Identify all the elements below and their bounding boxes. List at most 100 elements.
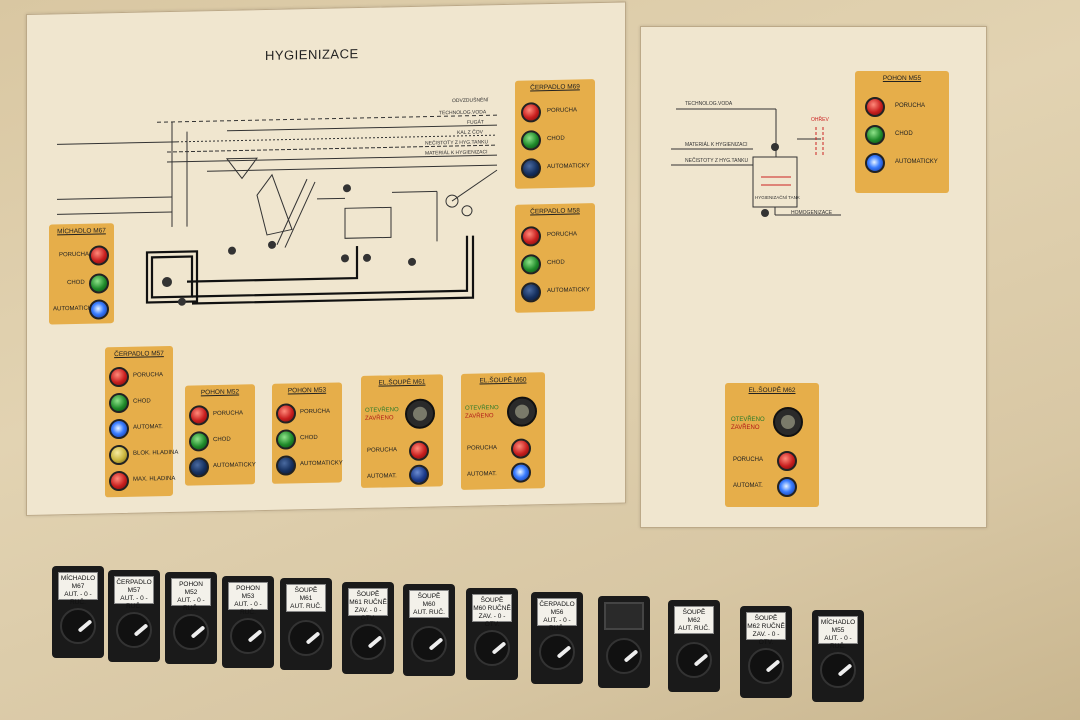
panel-cerpadlo-m69: ČERPADLO M69 PORUCHA CHOD AUTOMATICKY: [515, 79, 595, 189]
switch-label-line: MÍCHADLO: [820, 619, 856, 626]
lamp-label: AUTOMATICKY: [300, 460, 343, 468]
switch-label-line: AUT. - 0 - RUČ.: [64, 591, 92, 606]
switch-label-line: AUT. - 0 - RUČ.: [824, 635, 852, 650]
chod-lamp: [89, 273, 109, 294]
lamp-label: PORUCHA: [300, 408, 331, 416]
switch-label-line: ZAV. - 0 - OTV.: [752, 631, 780, 646]
automat-lamp: [409, 464, 429, 485]
switch-label-line: M61 RUČNĚ: [349, 599, 387, 606]
process-diagram: [57, 114, 498, 306]
flow-label: MATERIÁL K HYGIENIZACI: [685, 142, 748, 148]
rotary-knob[interactable]: [539, 634, 575, 670]
switch-label-line: ŠOUPĚ: [356, 591, 380, 598]
rotary-knob[interactable]: [230, 618, 266, 654]
rotary-knob[interactable]: [173, 614, 209, 650]
panel-title: MÍCHADLO M67: [57, 227, 106, 236]
knob-indicator: [247, 629, 263, 643]
panel-michadlo-m67: MÍCHADLO M67 PORUCHA CHOD AUTOMATICKY: [49, 223, 114, 325]
closed-label: ZAVŘENO: [465, 413, 494, 420]
rotary-knob[interactable]: [116, 612, 152, 648]
panel-title: POHON M55: [882, 75, 922, 82]
switch-label-line: M56: [550, 609, 564, 616]
switch-label-line: M67: [71, 583, 85, 590]
lamp-label: CHOD: [213, 436, 231, 444]
switch-label-line: M61: [299, 595, 313, 602]
knob-indicator: [77, 619, 93, 633]
knob-indicator: [556, 645, 572, 659]
lamp-label: BLOK. HLADINA: [133, 449, 179, 457]
switch-label-line: ŠOUPĚ: [682, 609, 706, 616]
lamp-label: CHOD: [547, 259, 565, 267]
switch-label-line: ČERPADLO: [116, 579, 152, 586]
knob-indicator: [133, 623, 149, 637]
switch-label-line: AUT. RUČ.: [290, 603, 322, 610]
rotary-knob[interactable]: [748, 648, 784, 684]
switch-label-line: AUT. - 0 - RUČ.: [234, 601, 262, 616]
switch-label-line: M52: [184, 589, 198, 596]
porucha-lamp: [89, 245, 109, 266]
lamp-label: AUTOMAT.: [133, 424, 163, 431]
rotary-knob[interactable]: [676, 642, 712, 678]
panel-title: EL.ŠOUPĚ M62: [748, 387, 796, 394]
selector-switch[interactable]: [598, 596, 650, 688]
panel-title: EL.ŠOUPĚ M60: [479, 376, 527, 385]
knob-indicator: [693, 653, 709, 667]
panel-cerpadlo-m57: ČERPADLO M57 PORUCHA CHOD AUTOMAT. BLOK.…: [105, 345, 178, 498]
closed-label: ZAVŘENO: [365, 415, 394, 422]
panel-title: POHON M52: [200, 388, 240, 397]
valve-position-indicator: [773, 407, 803, 437]
knob-indicator: [305, 631, 321, 645]
lamp-label: MAX. HLADINA: [133, 475, 176, 483]
rotary-knob[interactable]: [350, 624, 386, 660]
panel-title: ČERPADLO M57: [114, 350, 164, 359]
rotary-knob[interactable]: [606, 638, 642, 674]
max-hladina-lamp: [109, 470, 129, 492]
flow-label: NEČISTOTY Z HYG.TANKU: [685, 158, 749, 164]
switch-label-line: AUT. - 0 - RUČ.: [120, 595, 148, 610]
panel-title: ČERPADLO M58: [530, 207, 580, 216]
lamp-label: PORUCHA: [547, 231, 578, 239]
switch-label-line: POHON: [179, 581, 203, 588]
panel-title: EL.ŠOUPĚ M61: [378, 378, 426, 387]
automat-lamp: [865, 153, 885, 173]
switch-label-line: AUT. - 0 - RUČ.: [543, 617, 571, 632]
switch-label-line: ŠOUPĚ: [294, 587, 318, 594]
knob-indicator: [367, 635, 383, 649]
flow-label: TECHNOLOG.VODA: [685, 101, 733, 107]
lamp-label: PORUCHA: [467, 445, 498, 452]
flow-label: FUGÁT: [467, 119, 484, 126]
automat-lamp: [276, 455, 296, 476]
schematic-sheet-main: HYGIENIZACE: [26, 1, 626, 517]
switch-label-line: ŠOUPĚ: [480, 597, 504, 604]
flow-label: ODVZDUŠNĚNÍ: [452, 97, 489, 105]
switch-label-line: ZAV. - 0 - OTV.: [354, 607, 382, 622]
rotary-knob[interactable]: [60, 608, 96, 644]
rotary-knob[interactable]: [820, 652, 856, 688]
rotary-knob[interactable]: [288, 620, 324, 656]
switch-label-line: ŠOUPĚ: [417, 593, 441, 600]
lamp-label: PORUCHA: [733, 457, 764, 463]
panel-title: POHON M53: [287, 386, 327, 395]
panel-pohon-m55: POHON M55 PORUCHA CHOD AUTOMATICKY: [855, 71, 949, 193]
rotary-knob[interactable]: [411, 626, 447, 662]
rotary-knob[interactable]: [474, 630, 510, 666]
switch-label-line: MÍCHADLO: [60, 575, 96, 582]
switch-label-line: ZAV. - 0 - OTV.: [478, 613, 506, 628]
